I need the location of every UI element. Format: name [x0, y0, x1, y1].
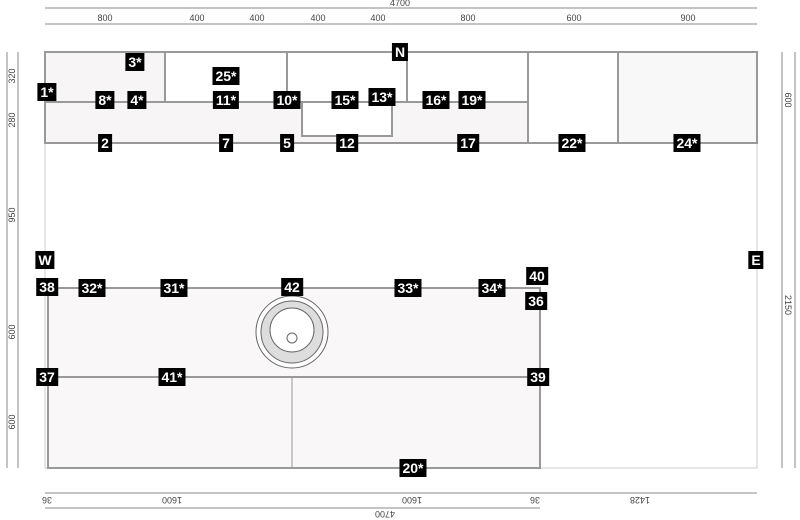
element-tag[interactable]: 31*: [160, 279, 188, 297]
element-tag[interactable]: 4*: [127, 91, 147, 109]
element-tag[interactable]: 38: [36, 278, 58, 296]
element-tag[interactable]: 22*: [558, 134, 586, 152]
dim-top: 600: [566, 13, 582, 23]
element-tag[interactable]: 24*: [673, 134, 701, 152]
compass-east: E: [748, 251, 764, 269]
dim-right: 2150: [783, 294, 793, 316]
dim-left: 600: [7, 414, 17, 430]
dim-bottom: 1600: [401, 495, 423, 505]
element-tag[interactable]: 33*: [394, 279, 422, 297]
element-tag[interactable]: 2: [98, 134, 112, 152]
dim-left: 320: [7, 68, 17, 84]
sink: [255, 295, 329, 369]
element-tag[interactable]: 25*: [212, 67, 240, 85]
dim-total-top: 4700: [389, 0, 411, 8]
element-tag[interactable]: 37: [36, 368, 58, 386]
element-tag[interactable]: 7: [219, 134, 233, 152]
element-tag[interactable]: 36: [525, 292, 547, 310]
dim-left: 600: [7, 324, 17, 340]
dim-top: 900: [680, 13, 696, 23]
dim-top: 800: [97, 13, 113, 23]
compass-north: N: [391, 43, 409, 61]
element-tag[interactable]: 3*: [125, 53, 145, 71]
element-tag[interactable]: 17: [457, 134, 479, 152]
dim-bottom: 36: [529, 495, 541, 505]
dim-left: 280: [7, 112, 17, 128]
dim-top: 400: [310, 13, 326, 23]
element-tag[interactable]: 20*: [399, 459, 427, 477]
dim-right: 600: [783, 92, 793, 108]
element-tag[interactable]: 34*: [478, 279, 506, 297]
element-tag[interactable]: 19*: [458, 91, 486, 109]
dim-bottom: 1600: [161, 495, 183, 505]
dim-left: 950: [7, 207, 17, 223]
dim-total-bottom: 4700: [374, 509, 396, 519]
element-tag[interactable]: 11*: [212, 91, 240, 109]
element-tag[interactable]: 13*: [368, 88, 396, 106]
dim-top: 800: [460, 13, 476, 23]
element-tag[interactable]: 10*: [273, 91, 301, 109]
element-tag[interactable]: 16*: [422, 91, 450, 109]
element-tag[interactable]: 12: [336, 134, 358, 152]
compass-west: W: [35, 251, 55, 269]
element-tag[interactable]: 39: [527, 368, 549, 386]
dim-top: 400: [189, 13, 205, 23]
element-tag[interactable]: 15*: [331, 91, 359, 109]
dim-bottom: 36: [41, 495, 53, 505]
element-tag[interactable]: 32*: [78, 279, 106, 297]
element-tag[interactable]: 5: [280, 134, 294, 152]
element-tag[interactable]: 41*: [158, 368, 186, 386]
element-tag[interactable]: 42: [281, 278, 303, 296]
dim-top: 400: [370, 13, 386, 23]
dim-bottom: 1428: [629, 495, 651, 505]
element-tag[interactable]: 1*: [37, 83, 57, 101]
dim-top: 400: [249, 13, 265, 23]
element-tag[interactable]: 40: [526, 267, 548, 285]
element-tag[interactable]: 8*: [95, 91, 115, 109]
